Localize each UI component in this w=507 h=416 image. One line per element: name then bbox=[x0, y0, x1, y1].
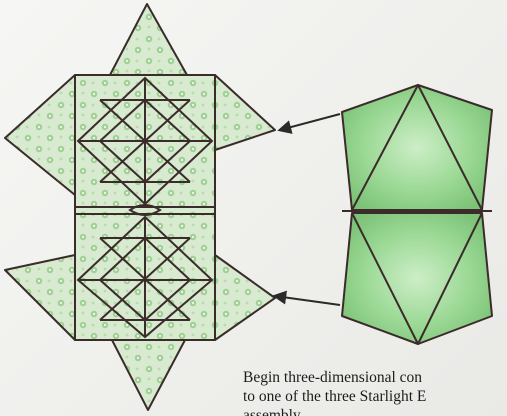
arrow-icon bbox=[280, 114, 340, 130]
arrow-icon bbox=[275, 296, 340, 305]
caption-line-2: to one of the three Starlight E bbox=[243, 387, 507, 406]
instruction-caption: Begin three-dimensional con to one of th… bbox=[243, 368, 507, 416]
caption-line-1: Begin three-dimensional con bbox=[243, 368, 507, 387]
caption-line-3: assembly bbox=[243, 406, 507, 416]
folded-module-diagram bbox=[342, 85, 492, 344]
